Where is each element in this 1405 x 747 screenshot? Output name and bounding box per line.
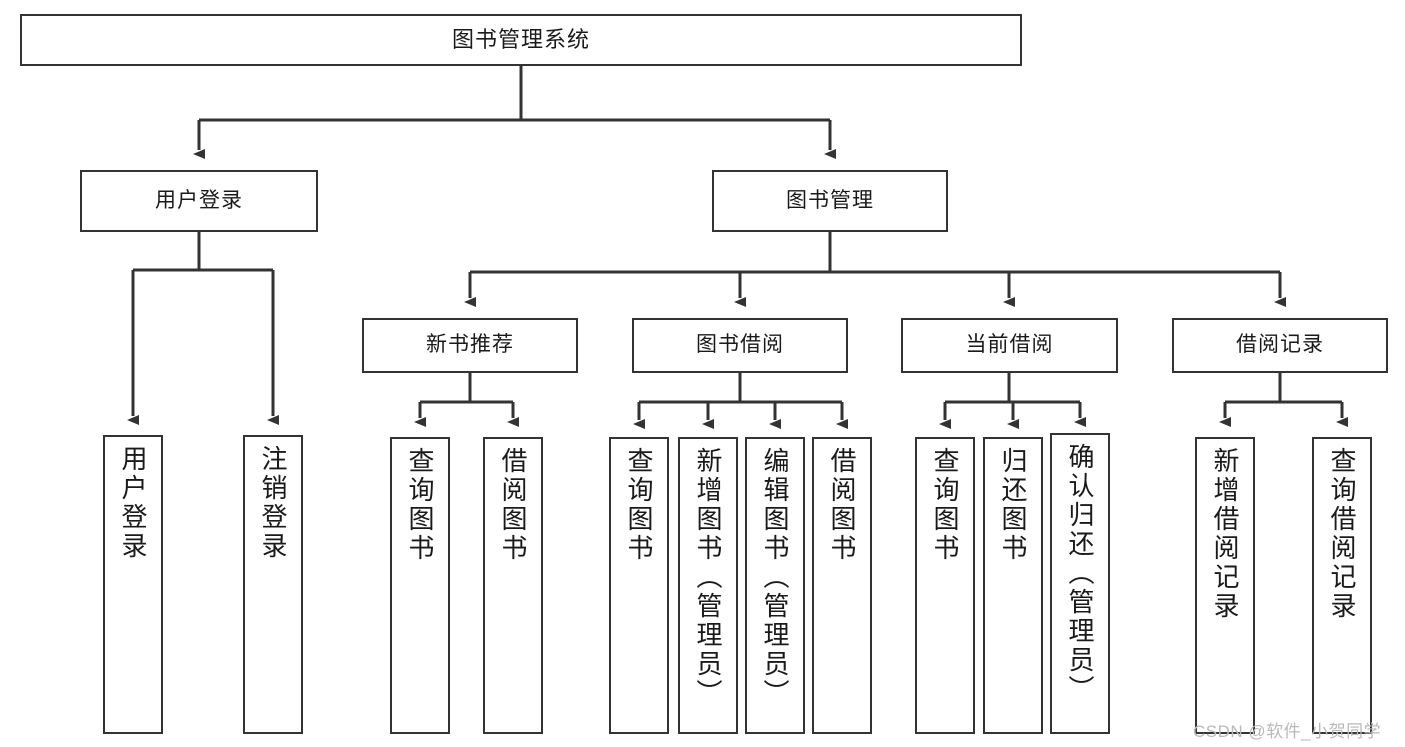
leaf-user-login-user-login[interactable]: 用户登录 <box>103 435 163 734</box>
node-label: 借阅图书 <box>498 447 528 563</box>
node-label: 用户登录 <box>155 188 243 212</box>
node-new-book-recommend[interactable]: 新书推荐 <box>362 318 578 373</box>
node-root-book-management-system[interactable]: 图书管理系统 <box>20 14 1022 66</box>
node-borrow-record[interactable]: 借阅记录 <box>1172 318 1388 373</box>
leaf-borrow-record-query-record[interactable]: 查询借阅记录 <box>1312 437 1372 734</box>
node-label: 借阅记录 <box>1236 333 1324 357</box>
node-label: 查询借阅记录 <box>1327 447 1357 621</box>
node-book-management[interactable]: 图书管理 <box>712 170 948 232</box>
node-label: 借阅图书 <box>827 447 857 563</box>
leaf-new-book-query-book[interactable]: 查询图书 <box>390 437 450 734</box>
node-label: 用户登录 <box>118 445 148 561</box>
node-label: 新增图书（管理员） <box>693 447 723 708</box>
leaf-book-borrow-edit-book-admin[interactable]: 编辑图书（管理员） <box>745 437 805 734</box>
leaf-user-login-logout[interactable]: 注销登录 <box>243 435 303 734</box>
node-label: 图书借阅 <box>696 333 784 357</box>
leaf-book-borrow-query-book[interactable]: 查询图书 <box>609 437 669 734</box>
node-label: 查询图书 <box>405 447 435 563</box>
node-label: 图书管理系统 <box>451 27 590 53</box>
node-label: 确认归还（管理员） <box>1065 443 1095 704</box>
node-label: 图书管理 <box>786 188 874 212</box>
leaf-book-borrow-borrow-book[interactable]: 借阅图书 <box>812 437 872 734</box>
leaf-current-borrow-query-book[interactable]: 查询图书 <box>915 437 975 734</box>
node-label: 当前借阅 <box>965 333 1054 357</box>
leaf-new-book-borrow-book[interactable]: 借阅图书 <box>483 437 543 734</box>
node-user-login[interactable]: 用户登录 <box>80 170 318 232</box>
leaf-current-borrow-confirm-return-admin[interactable]: 确认归还（管理员） <box>1050 433 1110 734</box>
node-label: 注销登录 <box>258 445 288 561</box>
node-current-borrow[interactable]: 当前借阅 <box>901 318 1118 373</box>
leaf-borrow-record-add-record[interactable]: 新增借阅记录 <box>1195 437 1255 734</box>
node-label: 查询图书 <box>624 447 654 563</box>
csdn-watermark: CSDN @软件_小贺同学 <box>1193 722 1382 741</box>
node-label: 新增借阅记录 <box>1210 447 1240 621</box>
node-label: 查询图书 <box>930 447 960 563</box>
node-label: 归还图书 <box>998 447 1028 563</box>
node-book-borrow[interactable]: 图书借阅 <box>632 318 848 373</box>
leaf-book-borrow-add-book-admin[interactable]: 新增图书（管理员） <box>678 437 738 734</box>
leaf-current-borrow-return-book[interactable]: 归还图书 <box>983 437 1043 734</box>
node-label: 编辑图书（管理员） <box>760 447 790 708</box>
node-label: 新书推荐 <box>426 333 514 357</box>
